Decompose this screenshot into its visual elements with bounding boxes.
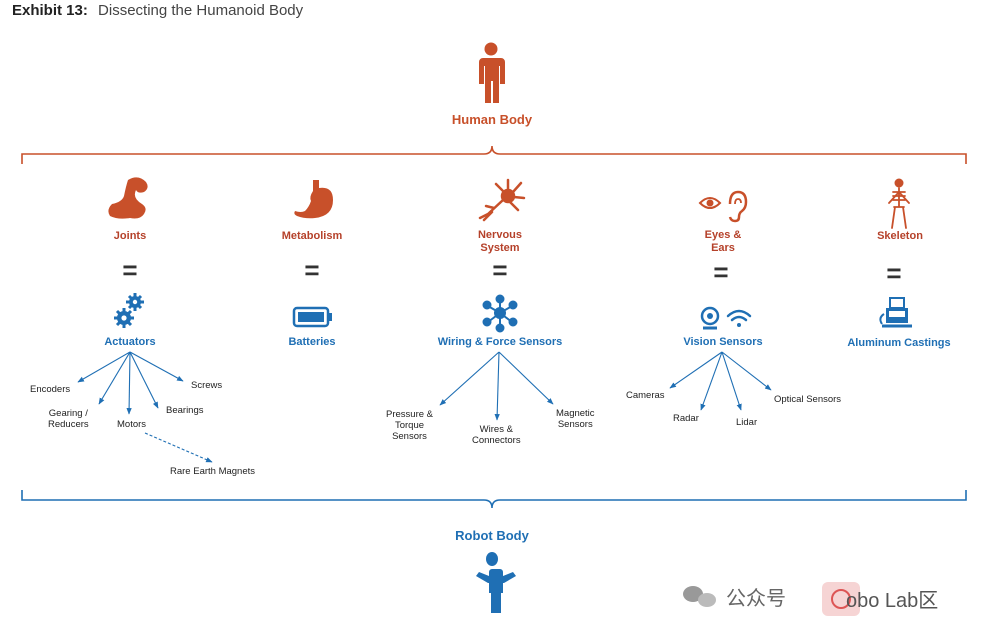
battery-icon bbox=[292, 306, 332, 328]
human-body-label: Human Body bbox=[451, 112, 533, 127]
watermark-text: 公众号 bbox=[726, 588, 786, 610]
exhibit-title: Exhibit 13: Dissecting the Humanoid Body bbox=[12, 2, 303, 19]
wiring-arrows bbox=[439, 351, 554, 421]
wifi-icon bbox=[726, 309, 752, 327]
cameras-label: Cameras bbox=[626, 390, 665, 401]
optical-sensors-label: Optical Sensors bbox=[774, 394, 842, 405]
motors-label: Motors bbox=[117, 419, 147, 430]
gearing-reducers-label: Gearing / Reducers bbox=[48, 408, 89, 430]
wiring-force-sensors-label: Wiring & Force Sensors bbox=[437, 336, 563, 348]
stomach-icon bbox=[294, 180, 333, 219]
vision-arrows bbox=[669, 351, 772, 411]
webcam-icon bbox=[700, 306, 720, 330]
pressure-torque-sensors-label: Pressure & Torque Sensors bbox=[386, 409, 433, 442]
eyes-ears-label: Eyes & Ears bbox=[704, 229, 742, 254]
wires-connectors-label: Wires & Connectors bbox=[472, 424, 521, 446]
batteries-label: Batteries bbox=[288, 336, 336, 348]
metabolism-label: Metabolism bbox=[281, 230, 343, 242]
skeleton-label: Skeleton bbox=[877, 230, 923, 242]
network-icon bbox=[482, 294, 518, 333]
bicep-icon bbox=[108, 177, 148, 219]
watermark-lab-text: obo Lab区 bbox=[846, 590, 939, 612]
equals-metabolism: = bbox=[304, 255, 320, 285]
magnetic-sensors-label: Magnetic Sensors bbox=[556, 408, 595, 430]
bearings-label: Bearings bbox=[166, 405, 204, 416]
equals-joints: = bbox=[122, 255, 138, 285]
neuron-icon bbox=[478, 178, 526, 222]
eye-icon bbox=[698, 197, 722, 209]
exhibit-heading: Dissecting the Humanoid Body bbox=[98, 2, 304, 19]
rare-earth-magnets-label: Rare Earth Magnets bbox=[170, 466, 256, 477]
nervous-system-label: Nervous System bbox=[477, 229, 523, 254]
lab-logo-icon bbox=[822, 582, 860, 616]
wechat-icon bbox=[683, 586, 716, 607]
casting-icon bbox=[879, 297, 912, 328]
robot-body-label: Robot Body bbox=[455, 528, 529, 543]
lidar-label: Lidar bbox=[736, 417, 758, 428]
motors-magnets-arrow bbox=[144, 432, 213, 463]
radar-label: Radar bbox=[673, 413, 699, 424]
joints-label: Joints bbox=[113, 230, 147, 242]
robot-bracket bbox=[21, 490, 967, 509]
human-bracket bbox=[21, 145, 967, 164]
actuators-label: Actuators bbox=[104, 336, 156, 348]
screws-label: Screws bbox=[191, 380, 223, 391]
actuator-arrows bbox=[77, 351, 184, 415]
ear-icon bbox=[728, 190, 748, 223]
equals-eyes-ears: = bbox=[713, 257, 729, 287]
aluminum-castings-label: Aluminum Castings bbox=[847, 337, 951, 349]
equals-nervous: = bbox=[492, 255, 508, 285]
encoders-label: Encoders bbox=[30, 384, 71, 395]
robot-figure-icon bbox=[476, 552, 516, 613]
skeleton-icon bbox=[888, 178, 910, 229]
gears-icon bbox=[114, 293, 144, 328]
exhibit-label: Exhibit 13: bbox=[12, 2, 88, 19]
human-figure-icon bbox=[479, 42, 505, 103]
vision-sensors-label: Vision Sensors bbox=[683, 336, 763, 348]
equals-skeleton: = bbox=[886, 258, 902, 288]
